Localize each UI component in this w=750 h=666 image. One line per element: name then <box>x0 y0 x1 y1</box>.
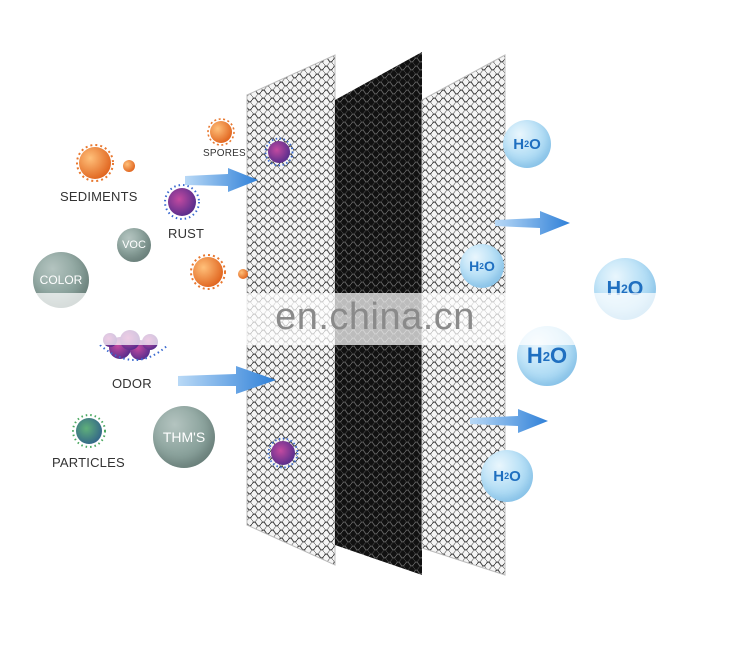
h2o-h: H <box>526 343 543 368</box>
voc-ball: VOC <box>117 228 151 262</box>
h2o-o: O <box>529 135 541 153</box>
label-sediments: SEDIMENTS <box>60 189 138 204</box>
watermark-band <box>0 293 750 345</box>
label-particles: PARTICLES <box>52 455 125 470</box>
sediment-particle-icon <box>76 144 114 182</box>
trapped-particle-top-icon <box>264 137 294 167</box>
h2o-sub: 2 <box>524 139 530 149</box>
thms-ball: THM'S <box>153 406 215 468</box>
rust-particle-icon <box>164 184 200 220</box>
h2o-h: H <box>469 258 480 274</box>
label-rust: RUST <box>168 226 205 241</box>
orange-small-particle-icon <box>238 269 248 279</box>
voc-label: VOC <box>122 239 146 251</box>
sediment-small-particle-icon <box>123 160 135 172</box>
h2o-o: O <box>483 258 495 274</box>
h2o-sub: 2 <box>542 348 551 364</box>
h2o-o: O <box>550 343 568 368</box>
trapped-particle-bottom-icon <box>267 437 299 469</box>
output-arrow-top <box>495 211 570 235</box>
input-arrow-bottom <box>178 366 276 394</box>
orange-particle-icon <box>190 254 226 290</box>
thms-label: THM'S <box>162 429 206 445</box>
watermark-text: en.china.cn <box>275 296 475 338</box>
output-arrow-bottom <box>470 409 548 433</box>
h2o-sub: 2 <box>479 261 484 271</box>
h2o-o: O <box>509 467 521 485</box>
h2o-sub: 2 <box>621 282 628 296</box>
h2o-h: H <box>513 135 525 153</box>
h2o-sub: 2 <box>504 471 510 481</box>
particles-icon <box>72 414 106 448</box>
label-spores: SPORES <box>203 148 246 159</box>
input-arrow-top <box>185 168 258 192</box>
color-label: COLOR <box>39 273 83 287</box>
label-odor: ODOR <box>112 376 152 391</box>
h2o-h: H <box>493 467 505 485</box>
spore-particle-icon <box>207 118 235 146</box>
